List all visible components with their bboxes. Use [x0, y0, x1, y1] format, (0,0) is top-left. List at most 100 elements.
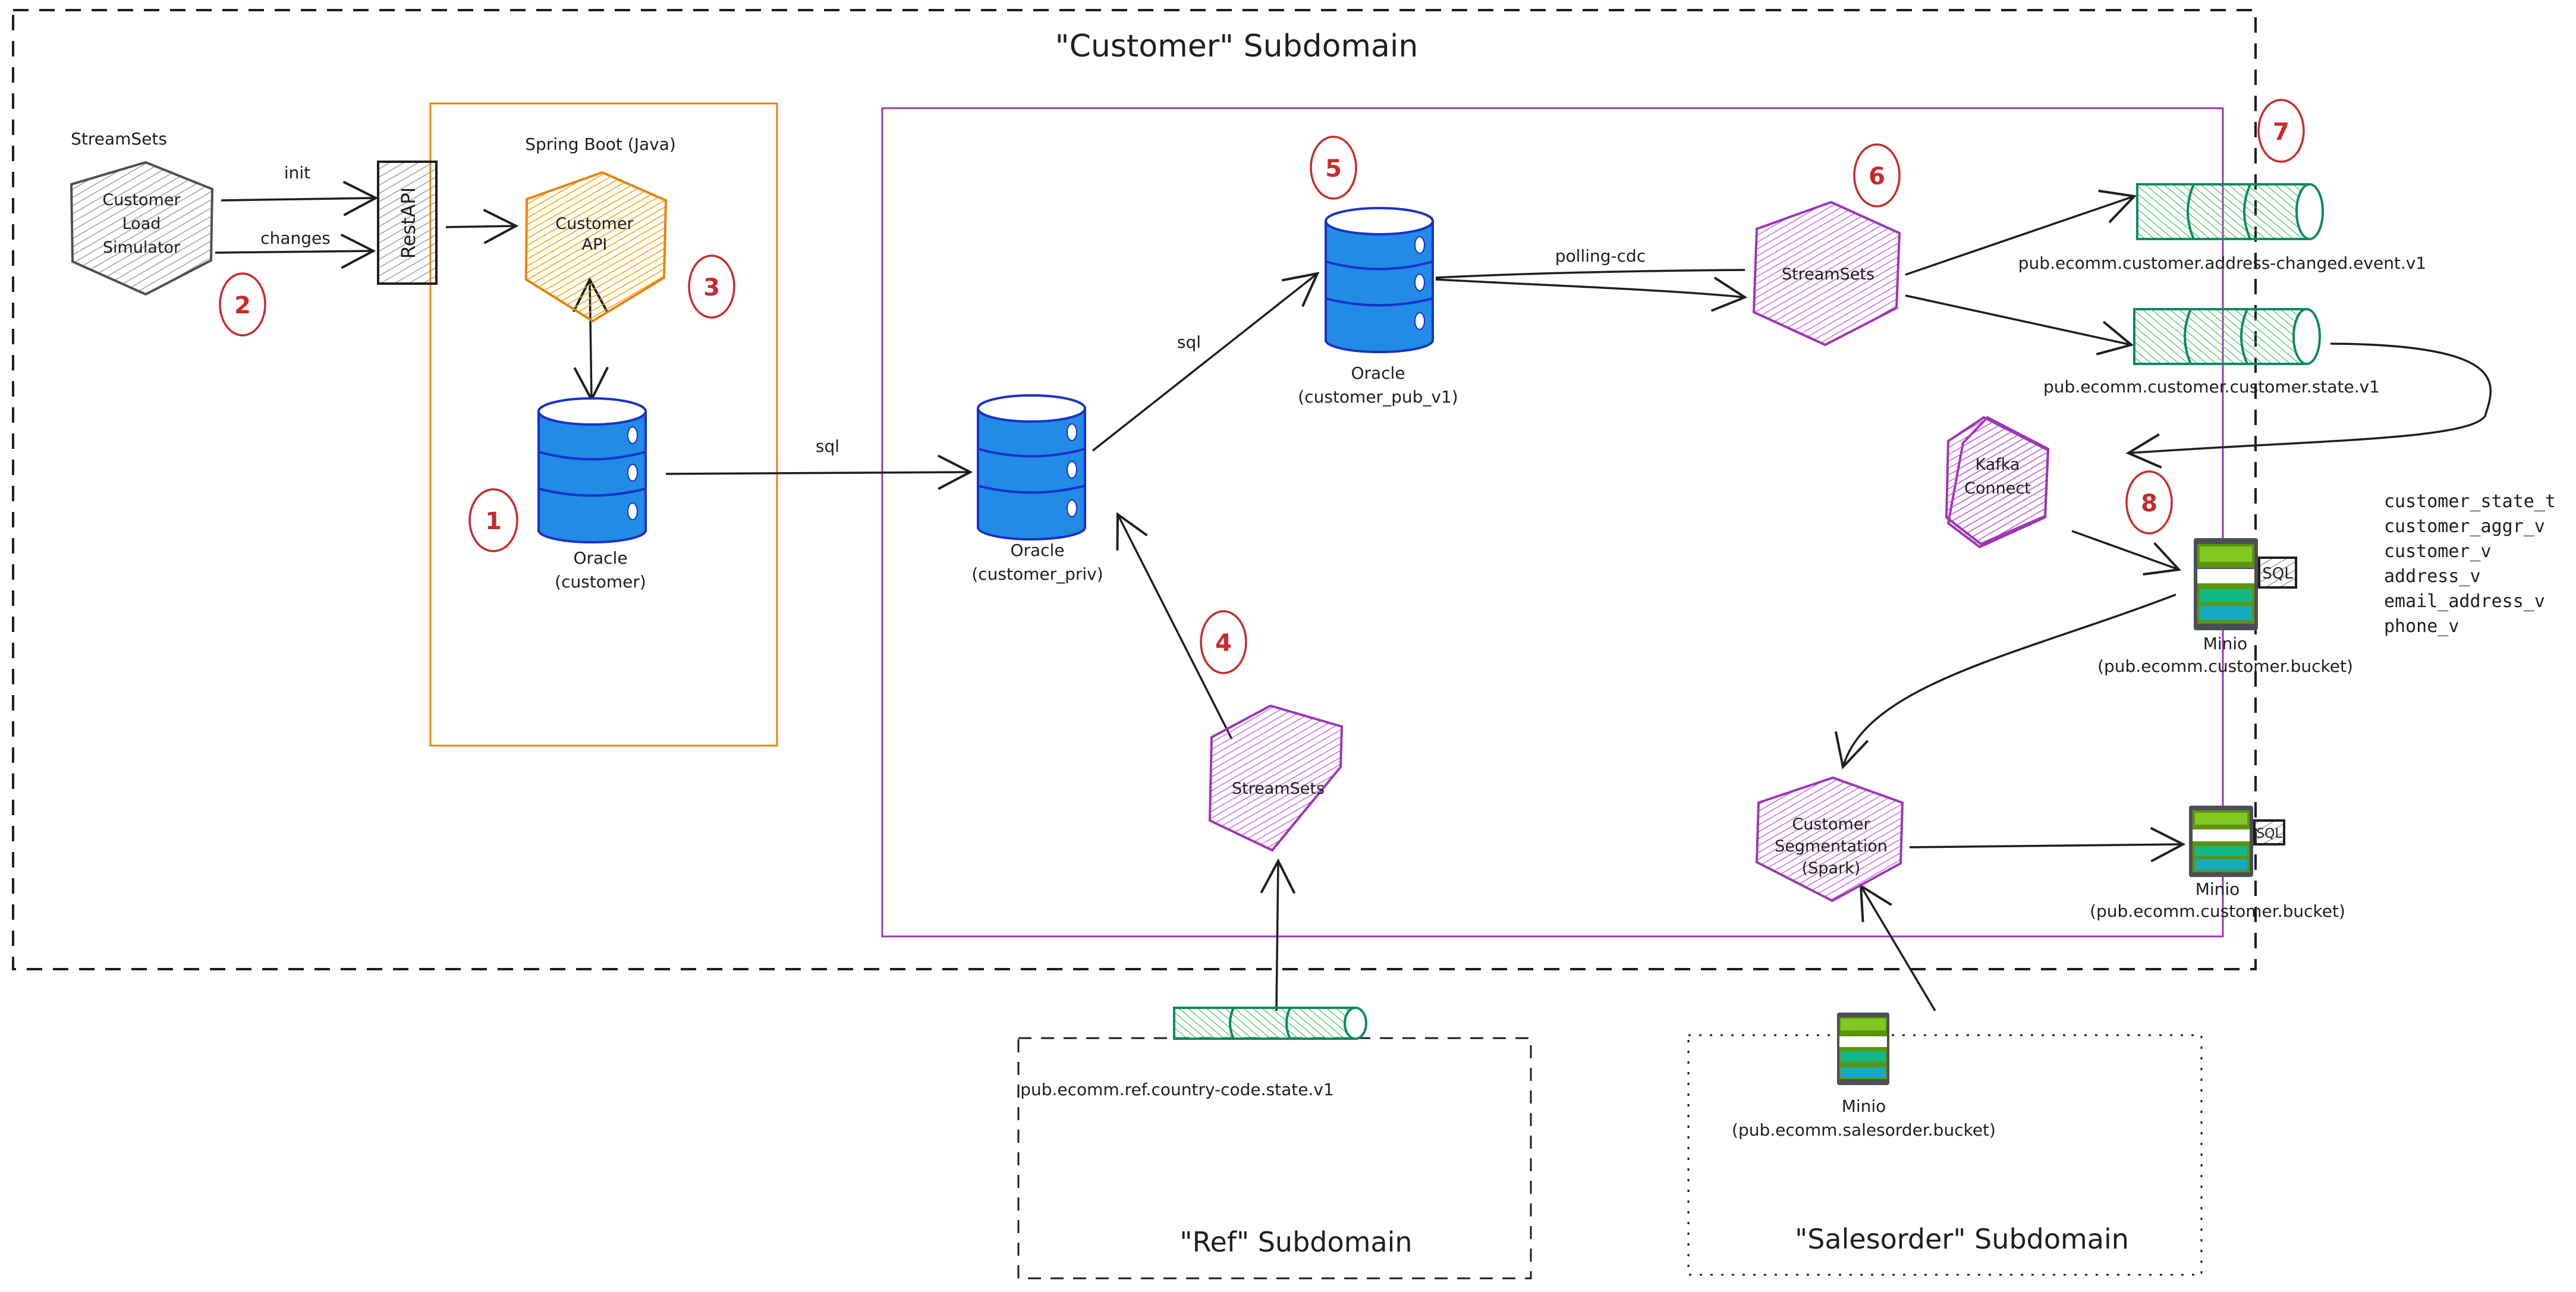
svg-text:3: 3	[703, 274, 720, 301]
edge-kafka-connect-to-minio	[2071, 530, 2179, 570]
table-list: customer_state_t customer_aggr_v custome…	[2384, 491, 2556, 637]
minio-bucket-icon	[1837, 1013, 1889, 1085]
customer-api-label-1: Customer	[555, 215, 634, 233]
minio-customer-1-label-2: (pub.ecomm.customer.bucket)	[2097, 656, 2353, 676]
topic-ref-label: pub.ecomm.ref.country-code.state.v1	[1020, 1080, 1334, 1099]
spring-boot-label: Spring Boot (Java)	[525, 134, 676, 154]
table-item: phone_v	[2384, 616, 2459, 637]
oracle-customer-db[interactable]: Oracle (customer)	[537, 397, 647, 592]
edge-sql-2-label: sql	[1177, 332, 1201, 352]
table-item: email_address_v	[2384, 591, 2545, 612]
table-item: customer_state_t	[2384, 491, 2556, 512]
minio-bucket-icon	[2194, 538, 2258, 630]
svg-text:5: 5	[1325, 155, 1342, 183]
table-item: customer_aggr_v	[2384, 516, 2545, 537]
edge-init-label: init	[284, 163, 310, 183]
edge-to-state-topic	[1905, 294, 2131, 345]
kafka-topic-icon	[2133, 308, 2321, 365]
minio-salesorder-label-1: Minio	[1842, 1096, 1886, 1116]
kafka-topic-icon	[1173, 1007, 1367, 1040]
minio-salesorder-bucket[interactable]: Minio (pub.ecomm.salesorder.bucket)	[1732, 1013, 1996, 1140]
svg-text:4: 4	[1215, 630, 1232, 657]
topic-address-label: pub.ecomm.customer.address-changed.event…	[2018, 253, 2426, 273]
customer-api[interactable]: Customer API	[524, 171, 668, 323]
salesorder-subdomain-boundary	[1687, 1034, 2203, 1276]
rest-api[interactable]: RestAPI	[377, 161, 438, 285]
badge-7: 7	[2257, 99, 2305, 163]
edge-ref-to-streamsets	[1276, 861, 1278, 1011]
kafka-connect[interactable]: Kafka Connect	[1945, 416, 2050, 549]
simulator-header: StreamSets	[71, 129, 167, 149]
segmentation-label-3: (Spark)	[1802, 859, 1861, 878]
edge-polling-cdc	[1435, 270, 1745, 297]
minio-bucket-icon	[2189, 806, 2253, 877]
step-badges: 1 2 3 4 5 6 7 8	[219, 99, 2305, 674]
badge-4: 4	[1200, 610, 1247, 674]
table-item: customer_v	[2384, 541, 2492, 562]
minio-customer-2-label-1: Minio	[2196, 879, 2240, 899]
oracle-customer-pub-db[interactable]: Oracle (customer_pub_v1)	[1298, 207, 1458, 407]
edge-restapi-to-api	[445, 226, 516, 227]
sql-tag: SQL	[2258, 557, 2297, 589]
sql-tag-label: SQL	[2256, 826, 2282, 841]
customer-api-label-2: API	[582, 235, 608, 254]
salesorder-subdomain-title: "Salesorder" Subdomain	[1795, 1223, 2129, 1255]
minio-customer-bucket-1[interactable]: SQL Minio (pub.ecomm.customer.bucket)	[2097, 538, 2353, 676]
kafka-connect-label-1: Kafka	[1976, 455, 2020, 474]
oracle-customer-priv-db[interactable]: Oracle (customer_priv)	[971, 394, 1103, 584]
edge-minio-to-segmentation	[1843, 593, 2176, 767]
streamsets-ref[interactable]: StreamSets	[1208, 704, 1344, 852]
badge-6: 6	[1853, 143, 1901, 208]
edge-to-address-topic	[1905, 196, 2134, 276]
svg-text:7: 7	[2273, 118, 2289, 146]
edges: init changes sql sql polling-cdc	[215, 163, 2492, 1011]
edge-state-to-kafka-connect	[2128, 342, 2492, 453]
svg-text:1: 1	[485, 508, 502, 535]
hexagon-icon	[70, 161, 214, 296]
svg-text:8: 8	[2141, 490, 2157, 517]
edge-polling-cdc-label: polling-cdc	[1555, 246, 1646, 266]
topic-customer-state[interactable]: pub.ecomm.customer.customer.state.v1	[2043, 308, 2380, 397]
oracle-customer-label-1: Oracle	[573, 548, 627, 568]
topic-address-changed[interactable]: pub.ecomm.customer.address-changed.event…	[2018, 183, 2426, 273]
edge-sql-1	[665, 472, 970, 474]
segmentation-label-1: Customer	[1792, 815, 1870, 834]
hexagon-icon	[1752, 200, 1901, 347]
purple-boundary	[881, 107, 2224, 938]
topic-country-code[interactable]: pub.ecomm.ref.country-code.state.v1	[1020, 1007, 1367, 1099]
badge-1: 1	[468, 488, 518, 552]
hexagon-outline	[1945, 416, 2050, 546]
spring-boot-boundary	[429, 102, 778, 747]
topic-state-label: pub.ecomm.customer.customer.state.v1	[2043, 377, 2380, 397]
svg-text:2: 2	[234, 292, 251, 319]
edge-changes	[215, 251, 373, 253]
minio-customer-bucket-2[interactable]: SQL Minio (pub.ecomm.customer.bucket)	[2090, 806, 2345, 921]
streamsets-cdc-label: StreamSets	[1782, 265, 1874, 284]
minio-salesorder-label-2: (pub.ecomm.salesorder.bucket)	[1732, 1120, 1996, 1140]
edge-segmentation-to-minio	[1909, 844, 2183, 847]
sql-tag-label: SQL	[2262, 565, 2293, 583]
edge-init	[221, 198, 376, 200]
minio-customer-1-label-1: Minio	[2203, 634, 2248, 653]
customer-segmentation[interactable]: Customer Segmentation (Spark)	[1755, 776, 1904, 903]
badge-2: 2	[219, 272, 266, 337]
kafka-topic-icon	[2136, 183, 2324, 240]
edge-sql-2	[1092, 274, 1317, 452]
table-item: address_v	[2384, 566, 2481, 587]
minio-customer-2-label-2: (pub.ecomm.customer.bucket)	[2090, 901, 2345, 921]
oracle-pub-label-2: (customer_pub_v1)	[1298, 387, 1458, 407]
badge-5: 5	[1310, 136, 1357, 200]
streamsets-cdc[interactable]: StreamSets	[1752, 200, 1901, 347]
hexagon-icon	[524, 171, 668, 323]
ref-subdomain-title: "Ref" Subdomain	[1180, 1226, 1412, 1258]
database-icon	[977, 394, 1086, 540]
kafka-connect-label-2: Connect	[1964, 479, 2031, 498]
streamsets-ref-label: StreamSets	[1232, 779, 1325, 798]
customer-load-simulator[interactable]: StreamSets Customer Load Simulator	[70, 129, 214, 296]
customer-subdomain-boundary	[12, 9, 2257, 970]
hexagon-icon	[1755, 776, 1904, 903]
database-icon	[537, 397, 647, 543]
edge-streamsets-to-priv	[1118, 514, 1233, 740]
badge-8: 8	[2125, 470, 2173, 535]
